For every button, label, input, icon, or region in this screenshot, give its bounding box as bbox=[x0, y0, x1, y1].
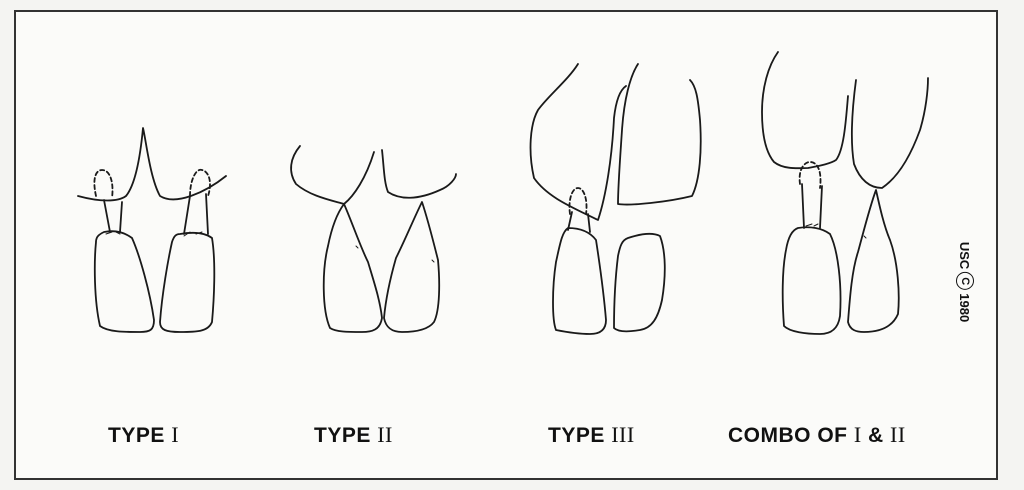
label-type-3-prefix: TYPE bbox=[548, 424, 605, 447]
combo-left-root bbox=[802, 184, 822, 228]
label-combo-prefix: COMBO OF bbox=[728, 424, 848, 447]
label-type-1-numeral: I bbox=[171, 422, 179, 447]
type3-left-gum bbox=[531, 64, 626, 220]
combo-left-crown bbox=[783, 227, 841, 334]
type1-frenum-outline bbox=[78, 128, 226, 201]
label-type-3: TYPE III bbox=[548, 422, 635, 448]
copyright-owner: USC bbox=[958, 242, 973, 269]
label-type-2: TYPE II bbox=[314, 422, 393, 448]
label-combo-joiner: & bbox=[868, 424, 884, 447]
label-type-3-numeral: III bbox=[611, 422, 634, 447]
copyright-year: 1980 bbox=[958, 293, 973, 322]
type2-illustration bbox=[291, 146, 456, 332]
label-type-2-prefix: TYPE bbox=[314, 424, 371, 447]
type2-right-crown bbox=[384, 202, 439, 332]
type1-right-root bbox=[184, 194, 208, 234]
copyright-circle-icon: C bbox=[956, 272, 974, 290]
type1-left-unerupted-tip bbox=[94, 170, 112, 198]
combo-marks bbox=[806, 224, 866, 238]
type2-right-marks bbox=[432, 260, 434, 262]
type3-illustration bbox=[531, 64, 701, 334]
combo-right-gum bbox=[852, 78, 928, 188]
combo-right-crown bbox=[848, 190, 899, 332]
label-combo-numeral-2: II bbox=[890, 422, 906, 447]
label-type-1-prefix: TYPE bbox=[108, 424, 165, 447]
type1-right-crown bbox=[160, 233, 214, 332]
label-combo: COMBO OF I & II bbox=[728, 422, 906, 448]
type2-left-marks bbox=[356, 246, 358, 248]
type2-left-gum bbox=[291, 146, 374, 204]
copyright-notice: USC C 1980 bbox=[956, 242, 974, 322]
type3-right-crown bbox=[614, 234, 665, 331]
type3-left-crown bbox=[553, 228, 606, 334]
label-type-1: TYPE I bbox=[108, 422, 179, 448]
type1-illustration bbox=[78, 128, 226, 332]
type2-right-gum bbox=[382, 150, 456, 198]
label-combo-numeral: I bbox=[854, 422, 862, 447]
type1-left-root bbox=[104, 200, 122, 232]
type3-right-gum bbox=[618, 64, 701, 205]
type1-left-crown bbox=[95, 231, 154, 332]
label-type-2-numeral: II bbox=[377, 422, 393, 447]
combo-illustration bbox=[762, 52, 928, 334]
type2-left-crown bbox=[324, 204, 382, 332]
combo-left-gum bbox=[762, 52, 848, 168]
